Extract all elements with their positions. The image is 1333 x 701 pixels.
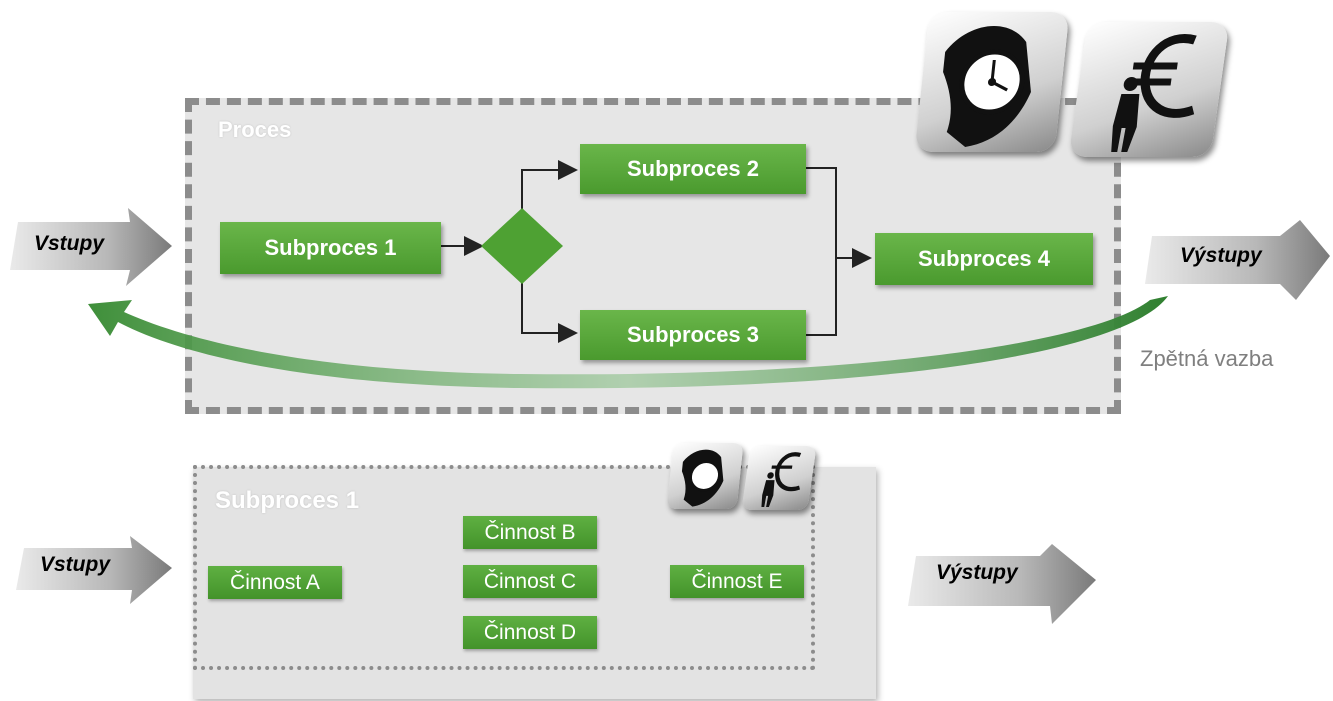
- activity-b-box: Činnost B: [463, 516, 597, 549]
- process-title: Proces: [218, 117, 292, 142]
- feedback-arrow: [88, 296, 1168, 389]
- subprocess-2-box: Subproces 2: [580, 144, 806, 194]
- stopwatch-hand-icon: [914, 12, 1070, 152]
- subprocess-border: [193, 465, 815, 670]
- activity-a-box: Činnost A: [208, 566, 342, 599]
- euro-person-icon: [1068, 22, 1230, 157]
- top-decision-diamond: [481, 208, 563, 284]
- bottom-output-arrow-shape: [908, 544, 1096, 624]
- bottom-outputs-label: Výstupy: [936, 561, 1018, 584]
- process-border: [185, 98, 1121, 414]
- activity-c-box: Činnost C: [463, 565, 597, 598]
- subprocess-title: Subproces 1: [215, 487, 360, 514]
- top-outputs-label: Výstupy: [1180, 244, 1262, 267]
- subprocess-1-box: Subproces 1: [220, 222, 441, 274]
- activity-e-box: Činnost E: [670, 565, 804, 598]
- top-output-arrow-shape: [1145, 220, 1330, 300]
- top-inputs-label: Vstupy: [34, 232, 105, 255]
- bottom-inputs-label: Vstupy: [40, 553, 111, 576]
- top-input-arrow-shape: [10, 208, 172, 286]
- activity-d-box: Činnost D: [463, 616, 597, 649]
- stopwatch-hand-icon-small: [666, 443, 744, 509]
- euro-person-icon-small: [741, 446, 817, 510]
- feedback-label: Zpětná vazba: [1140, 346, 1274, 371]
- subprocess-3-box: Subproces 3: [580, 310, 806, 360]
- bottom-input-arrow-shape: [16, 536, 172, 604]
- subprocess-4-box: Subproces 4: [875, 233, 1093, 285]
